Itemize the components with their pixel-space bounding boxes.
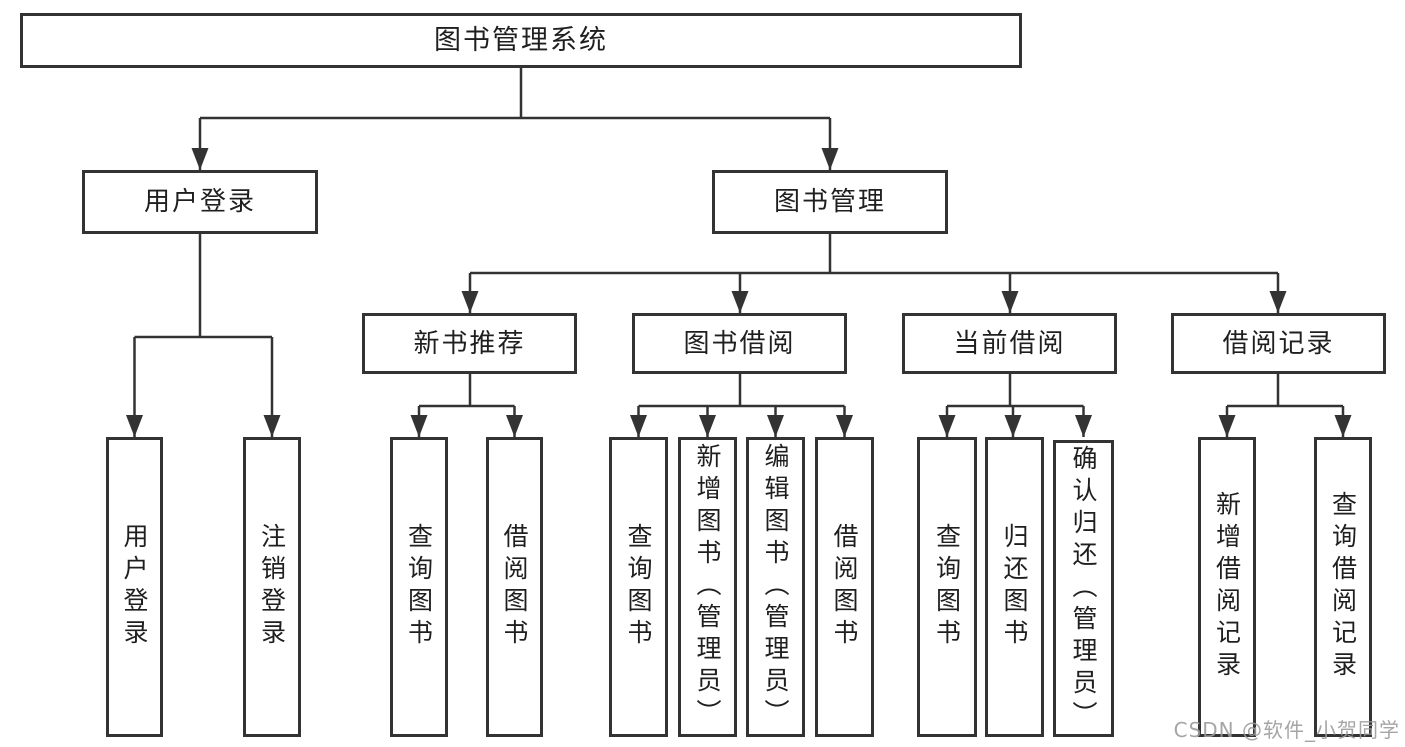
leaf-newbook-query-books: 查询图书 [390,437,448,737]
connector-book-management-trunk [470,234,1278,275]
node-borrow-records: 借阅记录 [1171,313,1386,374]
leaf-confirm-return-admin-label: 确认归还（管理员） [1069,444,1098,733]
leaf-newbook-query-books-label: 查询图书 [404,523,434,651]
leaf-user-login: 用户登录 [106,437,163,737]
node-user-login-group-label: 用户登录 [143,187,256,217]
leaf-logout-label: 注销登录 [257,523,287,651]
leaf-logout: 注销登录 [243,437,301,737]
node-new-book-recommend: 新书推荐 [362,313,577,374]
node-root-label: 图书管理系统 [434,25,608,56]
node-book-management: 图书管理 [712,170,948,234]
leaf-add-borrow-record: 新增借阅记录 [1198,437,1256,737]
leaf-add-books-admin-label: 新增图书（管理员） [693,443,722,731]
leaf-query-borrow-record-label: 查询借阅记录 [1328,491,1358,683]
connector-records-trunk [1227,374,1343,408]
leaf-newbook-borrow-books-label: 借阅图书 [500,523,529,651]
leaf-add-borrow-record-label: 新增借阅记录 [1212,491,1242,683]
connector-current-borrow-trunk [947,374,1084,408]
leaf-user-login-label: 用户登录 [120,523,149,651]
node-book-borrow: 图书借阅 [632,313,847,374]
leaf-edit-books-admin-label: 编辑图书（管理员） [761,443,790,731]
node-new-book-recommend-label: 新书推荐 [413,328,526,359]
leaf-edit-books-admin: 编辑图书（管理员） [746,437,805,737]
watermark: CSDN @软件_小贺同学 [1173,718,1400,742]
node-user-login-group: 用户登录 [82,170,318,234]
leaf-newbook-borrow-books: 借阅图书 [486,437,543,737]
node-root: 图书管理系统 [20,13,1022,68]
leaf-borrow-borrow-books: 借阅图书 [815,437,874,737]
leaf-return-books: 归还图书 [985,437,1044,737]
connector-book-borrow-trunk [638,374,845,408]
connector-new-book-trunk [419,374,515,408]
leaf-return-books-label: 归还图书 [1000,523,1029,651]
leaf-current-query-books-label: 查询图书 [932,523,962,651]
connector-user-login-trunk [134,234,272,339]
leaf-query-borrow-record: 查询借阅记录 [1314,437,1372,737]
leaf-borrow-query-books-label: 查询图书 [624,523,653,651]
leaf-current-query-books: 查询图书 [917,437,977,737]
leaf-add-books-admin: 新增图书（管理员） [678,437,737,737]
leaf-borrow-query-books: 查询图书 [609,437,668,737]
node-borrow-records-label: 借阅记录 [1222,328,1335,359]
connector-root-trunk [200,68,830,120]
leaf-borrow-borrow-books-label: 借阅图书 [830,523,859,651]
node-book-management-label: 图书管理 [773,187,886,217]
node-book-borrow-label: 图书借阅 [683,328,796,359]
leaf-confirm-return-admin: 确认归还（管理员） [1053,440,1114,737]
node-current-borrow: 当前借阅 [902,313,1117,374]
node-current-borrow-label: 当前借阅 [953,328,1066,359]
